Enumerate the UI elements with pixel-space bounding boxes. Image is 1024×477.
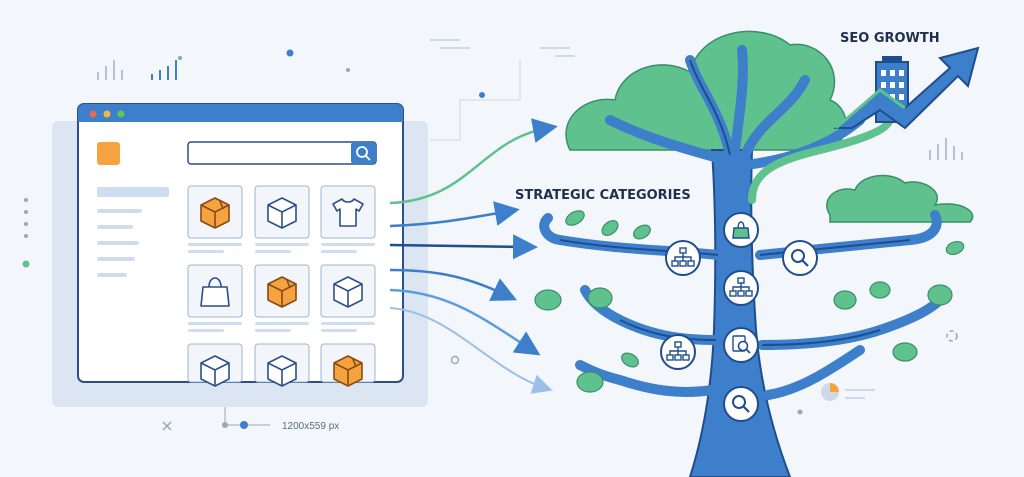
product-title-line [321,243,375,246]
sidebar-item[interactable] [97,257,135,261]
sidebar-item[interactable] [97,209,142,213]
flow-arrows [389,118,558,394]
product-grid [187,185,376,387]
bag-icon [732,221,750,239]
sitemap-icon [666,341,690,361]
sitemap-icon [729,277,753,297]
sidebar-item[interactable] [97,241,139,245]
seo-growth-label: SEO GROWTH [840,31,940,46]
product-card[interactable] [254,264,310,332]
product-title-line [188,243,242,246]
box-icon [267,276,297,308]
product-price-line [321,329,357,332]
category-tree [534,30,974,477]
bag-icon [200,277,230,307]
tree-node[interactable] [723,386,759,422]
window-maximize-dot[interactable] [117,110,125,118]
product-title-line [255,243,309,246]
product-card[interactable] [187,343,243,387]
dimension-note: 1200x559 px [282,421,339,432]
product-price-line [255,329,291,332]
search-doc-icon [732,335,751,354]
product-price-line [188,329,224,332]
search-input[interactable] [187,141,377,165]
sidebar-item-active[interactable] [97,187,169,197]
box-icon [200,197,230,229]
product-title-line [321,322,375,325]
search-icon [732,395,750,413]
sidebar [97,187,169,277]
product-card[interactable] [187,264,243,332]
sidebar-item[interactable] [97,273,127,277]
tree-node[interactable] [723,270,759,306]
sidebar-item[interactable] [97,225,133,229]
search-icon [791,249,809,267]
strategic-categories-label: STRATEGIC CATEGORIES [515,188,691,203]
tree-node[interactable] [665,240,701,276]
search-icon [356,146,371,161]
box-icon [200,355,230,387]
window-close-dot[interactable] [89,110,97,118]
product-card[interactable] [187,185,243,253]
box-icon [333,355,363,387]
box-icon [267,355,297,387]
product-title-line [188,322,242,325]
box-icon [333,276,363,308]
browser-window [52,103,428,407]
seo-growth-graphic [833,46,980,130]
product-title-line [255,322,309,325]
shirt-icon [332,198,364,227]
tree-nodes [660,212,818,422]
tree-node[interactable] [723,327,759,363]
product-price-line [255,250,291,253]
window-minimize-dot[interactable] [103,110,111,118]
site-logo [97,142,120,165]
product-card[interactable] [254,185,310,253]
product-card[interactable] [254,343,310,387]
sitemap-icon [671,247,695,267]
product-card[interactable] [320,185,376,253]
tree-node[interactable] [660,334,696,370]
product-price-line [188,250,224,253]
product-card[interactable] [320,343,376,387]
decorations [22,39,963,431]
product-card[interactable] [320,264,376,332]
tree-node[interactable] [782,240,818,276]
search-button[interactable] [351,142,376,164]
product-price-line [321,250,357,253]
tree-node[interactable] [723,212,759,248]
box-icon [267,197,297,229]
